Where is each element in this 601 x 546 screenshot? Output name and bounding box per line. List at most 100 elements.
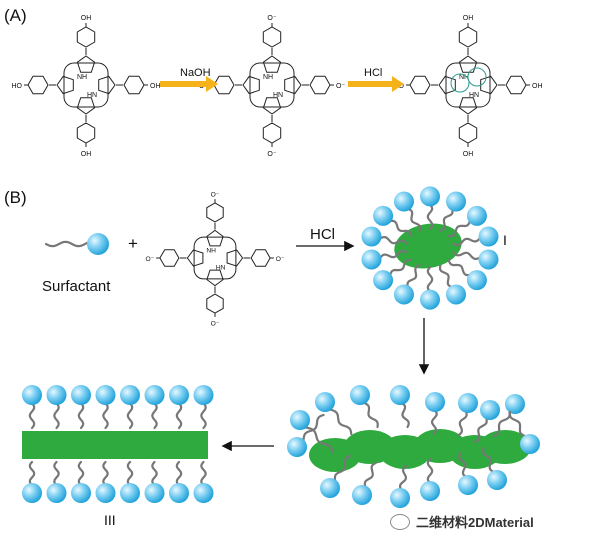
pyrrole-ring xyxy=(480,75,498,95)
surfactant-molecule xyxy=(71,460,91,503)
surfactant-assemblies xyxy=(22,186,540,508)
hcl-arrow-a xyxy=(348,76,404,92)
surfactant-head xyxy=(458,475,478,495)
surfactant-molecule xyxy=(425,392,445,436)
macrocycle-ring xyxy=(249,62,295,108)
surfactant-molecule xyxy=(46,460,67,503)
surfactant-head xyxy=(420,289,440,310)
surfactant-head xyxy=(520,434,540,454)
surfactant-molecule xyxy=(193,385,214,430)
surfactant-molecule xyxy=(22,460,42,503)
hn-label: HN xyxy=(87,92,97,99)
surfactant-molecule xyxy=(95,460,116,503)
stage-i-label: I xyxy=(503,232,507,248)
pyrrole-ring xyxy=(458,97,478,115)
surfactant-head xyxy=(320,478,340,498)
surfactant-molecule xyxy=(438,264,467,305)
surfactant-head xyxy=(46,483,67,503)
nh-label: NH xyxy=(206,247,216,254)
phenyl-ring xyxy=(262,26,282,48)
pyrrole-ring xyxy=(438,75,456,95)
hn-label: HN xyxy=(469,92,479,99)
substituent-bottom: O⁻ xyxy=(267,151,276,158)
pyrrole-ring xyxy=(458,55,478,73)
surfactant-molecule xyxy=(352,461,377,505)
pyrrole-ring xyxy=(76,97,96,115)
pyrrole-ring xyxy=(226,249,244,267)
substituent-top: OH xyxy=(81,15,92,22)
nh-label: NH xyxy=(459,74,469,81)
surfactant-molecule xyxy=(420,186,440,230)
micelle-stage-i xyxy=(361,186,499,310)
surfactant-head xyxy=(478,249,499,270)
watermark-text: 二维材料2DMaterial xyxy=(416,515,534,530)
phenyl-ring xyxy=(505,75,527,95)
hn-label: HN xyxy=(273,92,283,99)
surfactant-head xyxy=(420,481,440,501)
pyrrole-ring xyxy=(56,75,74,95)
substituent-top: O⁻ xyxy=(211,191,220,198)
surfactant-head xyxy=(466,205,487,226)
surfactant-head xyxy=(46,385,67,405)
substituent-bottom: O⁻ xyxy=(211,320,220,327)
phenyl-ring xyxy=(159,249,180,267)
surfactant-head xyxy=(361,226,382,247)
surfactant-molecule xyxy=(457,393,478,437)
substituent-bottom: OH xyxy=(463,151,474,158)
phenyl-ring xyxy=(206,202,224,223)
phenyl-ring xyxy=(409,75,431,95)
surfactant-head xyxy=(95,385,116,405)
phenyl-ring xyxy=(206,293,224,314)
surfactant-molecule xyxy=(439,191,467,232)
surfactant-head xyxy=(120,385,140,405)
surfactant-head xyxy=(22,483,42,503)
hcl-reagent-label-b: HCl xyxy=(310,226,335,243)
substituent-right: O⁻ xyxy=(276,256,285,263)
surfactant-molecule xyxy=(95,385,116,430)
surfactant-molecule xyxy=(458,451,478,495)
surfactant-molecule xyxy=(390,464,410,508)
aggregate-blob xyxy=(479,430,531,464)
surfactant-molecule xyxy=(393,264,421,305)
surfactant-head xyxy=(373,270,394,291)
surfactant-head xyxy=(87,233,109,255)
surfactant-head xyxy=(290,410,310,430)
reaction-arrows xyxy=(160,76,430,452)
surfactant-molecule xyxy=(169,385,189,430)
surfactant-molecule xyxy=(290,410,334,454)
surfactant-molecule xyxy=(390,385,410,429)
pyrrole-ring xyxy=(186,249,204,267)
pyrrole-ring xyxy=(76,55,96,73)
surfactant-molecule xyxy=(44,233,109,255)
surfactant-molecule xyxy=(144,385,165,430)
surfactant-head xyxy=(350,385,370,405)
surfactant-molecule xyxy=(452,226,499,247)
surfactant-molecule xyxy=(361,226,408,247)
surfactant-head xyxy=(393,284,414,305)
naoh-arrow xyxy=(160,76,218,92)
surfactant-head xyxy=(352,485,372,505)
surfactant-head xyxy=(373,205,394,226)
pyrrole-ring xyxy=(262,97,282,115)
protonation-circle xyxy=(467,67,487,87)
macrocycle-ring xyxy=(63,62,109,108)
watermark: 二维材料2DMaterial xyxy=(390,512,534,531)
nh-label: NH xyxy=(263,74,273,81)
surfactant-head xyxy=(71,483,91,503)
substituent-left: HO xyxy=(12,83,23,90)
nh-label: NH xyxy=(77,74,87,81)
surfactant-head xyxy=(480,400,500,420)
surfactant-molecule xyxy=(473,400,500,444)
surfactant-head xyxy=(446,191,467,212)
surfactant-head xyxy=(458,393,478,413)
phenyl-ring xyxy=(309,75,331,95)
surfactant-molecule xyxy=(447,258,487,291)
surfactant-head xyxy=(361,249,382,270)
pyrrole-ring xyxy=(262,55,282,73)
protonation-circle xyxy=(450,73,470,93)
wechat-icon xyxy=(390,513,410,530)
surfactant-molecule xyxy=(350,385,379,429)
